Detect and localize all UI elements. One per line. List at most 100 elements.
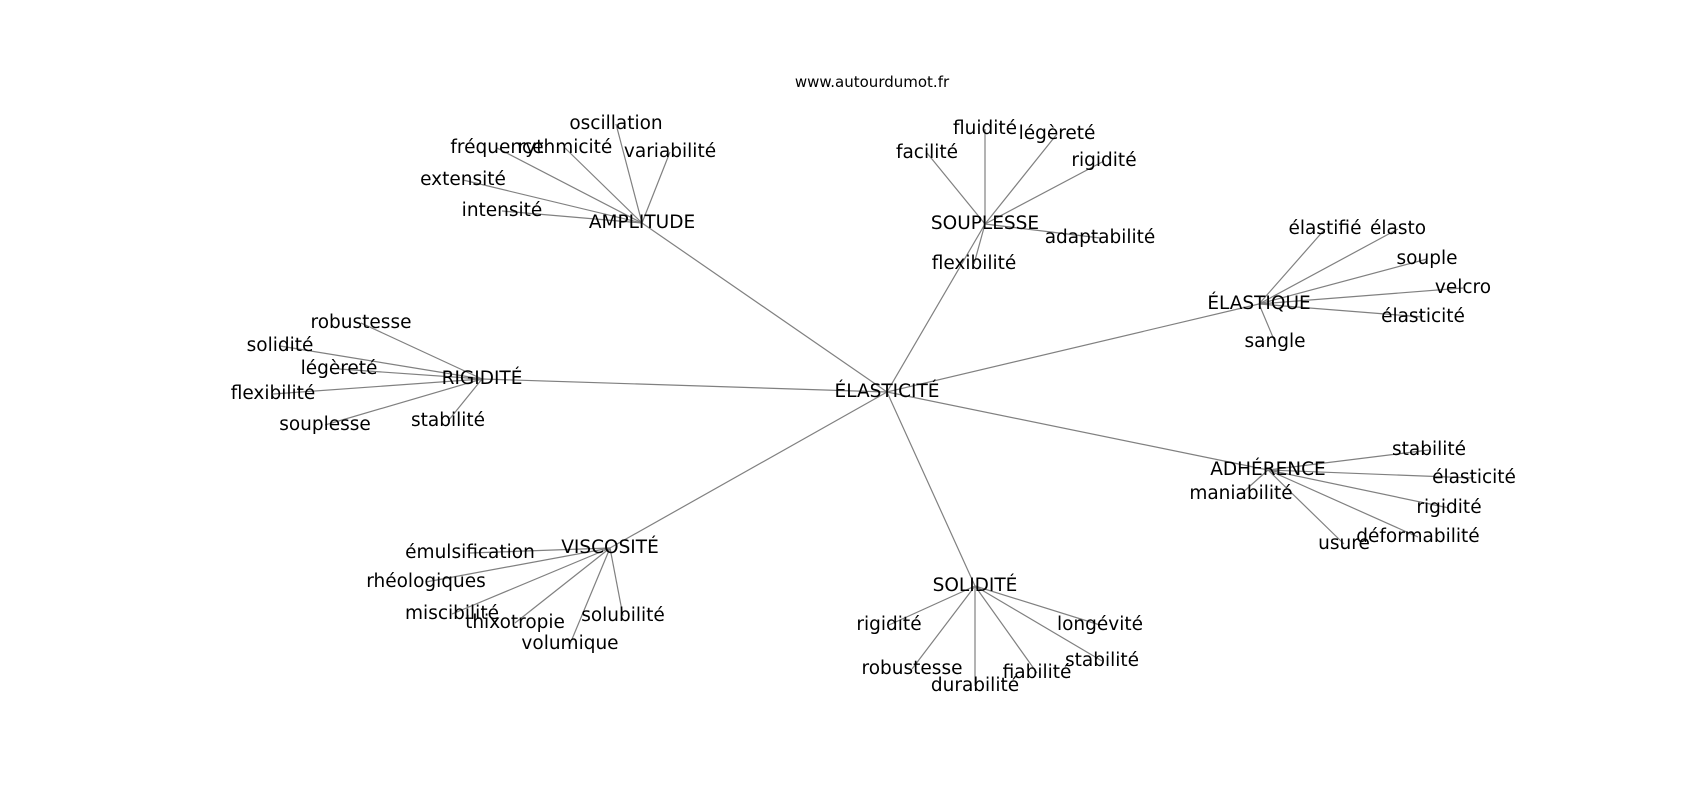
edge-vis-emulsification bbox=[469, 547, 611, 554]
leaf-node-ela-sangle[interactable]: sangle bbox=[1244, 330, 1306, 352]
edge-sou-facilite bbox=[926, 152, 986, 225]
edge-amp-intensite bbox=[501, 210, 643, 224]
edge-amp-frequence bbox=[496, 147, 643, 224]
edge-rig-robustesse bbox=[360, 322, 483, 380]
leaf-node-ela-elasticite[interactable]: élasticité bbox=[1381, 305, 1465, 327]
leaf-node-adh-deformabilite[interactable]: déformabilité bbox=[1356, 525, 1480, 547]
edge-adh-rigidite bbox=[1267, 469, 1450, 509]
leaf-node-vis-rheologiques[interactable]: rhéologiques bbox=[366, 570, 486, 592]
edge-vis-miscibilite bbox=[451, 547, 611, 615]
leaf-node-amp-rythmicite[interactable]: rythmicité bbox=[517, 136, 613, 158]
edge-sol-rigidite bbox=[888, 585, 976, 626]
leaf-node-amp-intensite[interactable]: intensité bbox=[461, 199, 543, 221]
hub-node-rigidite[interactable]: RIGIDITÉ bbox=[441, 367, 523, 389]
leaf-node-ela-elastifie[interactable]: élastifié bbox=[1288, 217, 1362, 239]
edge-vis-solubilite bbox=[609, 547, 624, 617]
edge-adh-stabilite bbox=[1267, 449, 1430, 471]
leaf-node-rig-flexibilite[interactable]: flexibilité bbox=[230, 382, 316, 404]
edge-sou-legerete bbox=[984, 133, 1058, 225]
leaf-node-rig-solidite[interactable]: solidité bbox=[246, 334, 314, 356]
edge-amp-rythmicite bbox=[564, 147, 643, 224]
edge-sol-fiabilite bbox=[974, 585, 1038, 674]
leaf-node-amp-frequence[interactable]: fréquence bbox=[450, 136, 544, 158]
leaf-node-sol-longevite[interactable]: longévité bbox=[1056, 613, 1144, 635]
leaf-node-adh-elasticite[interactable]: élasticité bbox=[1432, 466, 1516, 488]
leaf-node-sol-stabilite[interactable]: stabilité bbox=[1064, 649, 1140, 671]
leaf-node-adh-rigidite[interactable]: rigidité bbox=[1416, 496, 1482, 518]
leaf-node-ela-elasto[interactable]: élasto bbox=[1369, 217, 1427, 239]
leaf-node-amp-oscillation[interactable]: oscillation bbox=[569, 112, 663, 134]
hub-node-souplesse[interactable]: SOUPLESSE bbox=[930, 212, 1040, 234]
leaf-node-sou-adaptabilite[interactable]: adaptabilité bbox=[1044, 226, 1156, 248]
site-url[interactable]: www.autourdumot.fr bbox=[794, 73, 950, 91]
edge-ela-elastifie bbox=[1258, 228, 1326, 305]
edge-ela-elasto bbox=[1258, 228, 1399, 305]
leaf-node-vis-emulsification[interactable]: émulsification bbox=[405, 541, 535, 563]
hub-node-viscosite[interactable]: VISCOSITÉ bbox=[561, 536, 659, 558]
edge-amp-oscillation bbox=[615, 123, 643, 224]
edge-rig-souplesse bbox=[324, 378, 483, 426]
leaf-node-adh-stabilite[interactable]: stabilité bbox=[1391, 438, 1467, 460]
leaf-node-amp-extensite[interactable]: extensité bbox=[420, 168, 506, 190]
hub-node-adherence[interactable]: ADHÉRENCE bbox=[1210, 458, 1326, 480]
leaf-node-rig-legerete[interactable]: légèreté bbox=[300, 357, 378, 379]
edge-ela-elasticite bbox=[1258, 303, 1424, 318]
edge-sol-longevite bbox=[974, 585, 1101, 626]
edge-center-solidite bbox=[886, 391, 976, 587]
center-node-label[interactable]: ÉLASTICITÉ bbox=[834, 380, 940, 402]
edge-sou-adaptabilite bbox=[984, 223, 1101, 239]
leaf-node-sou-rigidite[interactable]: rigidité bbox=[1071, 149, 1137, 171]
edge-vis-thixotropie bbox=[514, 547, 611, 624]
edge-rig-legerete bbox=[338, 368, 483, 380]
edge-center-elastique bbox=[886, 303, 1260, 393]
hub-node-elastique[interactable]: ÉLASTIQUE bbox=[1207, 292, 1311, 314]
leaf-node-vis-volumique[interactable]: volumique bbox=[521, 632, 619, 654]
edge-sou-rigidite bbox=[984, 160, 1105, 225]
edge-sou-flexibilite bbox=[973, 223, 986, 265]
edge-ela-velcro bbox=[1258, 287, 1464, 305]
edge-adh-maniabilite bbox=[1240, 469, 1269, 495]
leaf-node-rig-stabilite[interactable]: stabilité bbox=[410, 409, 486, 431]
edge-center-amplitude bbox=[641, 222, 888, 393]
leaf-node-sou-fluidite[interactable]: fluidité bbox=[952, 117, 1018, 139]
leaf-node-amp-variabilite[interactable]: variabilité bbox=[623, 140, 717, 162]
edge-sol-robustesse bbox=[911, 585, 976, 670]
leaf-node-adh-maniabilite[interactable]: maniabilité bbox=[1189, 482, 1293, 504]
edge-adh-elasticite bbox=[1267, 469, 1475, 479]
hub-node-amplitude[interactable]: AMPLITUDE bbox=[588, 211, 696, 233]
edge-center-adherence bbox=[886, 391, 1269, 471]
edge-adh-usure bbox=[1267, 469, 1345, 545]
leaf-node-sol-robustesse[interactable]: robustesse bbox=[861, 657, 963, 679]
edge-center-viscosite bbox=[609, 391, 888, 549]
edge-sol-stabilite bbox=[974, 585, 1103, 662]
leaf-node-ela-souple[interactable]: souple bbox=[1396, 247, 1458, 269]
edge-amp-variabilite bbox=[641, 151, 671, 224]
edge-center-rigidite bbox=[481, 378, 888, 393]
leaf-node-rig-robustesse[interactable]: robustesse bbox=[310, 311, 412, 333]
edge-center-souplesse bbox=[886, 223, 986, 393]
leaf-node-sol-fiabilite[interactable]: fiabilité bbox=[1002, 661, 1072, 683]
edge-amp-extensite bbox=[462, 179, 643, 224]
leaf-node-sou-legerete[interactable]: légèreté bbox=[1018, 122, 1096, 144]
leaf-node-adh-usure[interactable]: usure bbox=[1318, 532, 1370, 554]
leaf-node-ela-velcro[interactable]: velcro bbox=[1434, 276, 1492, 298]
edge-adh-deformabilite bbox=[1267, 469, 1419, 538]
leaf-node-vis-miscibilite[interactable]: miscibilité bbox=[405, 602, 499, 624]
edge-vis-volumique bbox=[569, 547, 611, 645]
hub-node-solidite[interactable]: SOLIDITÉ bbox=[932, 574, 1018, 596]
leaf-node-vis-thixotropie[interactable]: thixotropie bbox=[465, 611, 565, 633]
leaf-node-sou-facilite[interactable]: facilité bbox=[895, 141, 959, 163]
edge-rig-flexibilite bbox=[272, 378, 483, 395]
leaf-node-sou-flexibilite[interactable]: flexibilité bbox=[931, 252, 1017, 274]
edge-rig-solidite bbox=[279, 345, 483, 380]
leaf-node-sol-durabilite[interactable]: durabilité bbox=[930, 674, 1020, 696]
edge-rig-stabilite bbox=[447, 378, 483, 422]
edge-ela-sangle bbox=[1258, 303, 1276, 343]
leaf-node-vis-solubilite[interactable]: solubilité bbox=[581, 604, 665, 626]
leaf-node-sol-rigidite[interactable]: rigidité bbox=[856, 613, 922, 635]
edge-ela-souple bbox=[1258, 258, 1428, 305]
edge-vis-rheologiques bbox=[425, 547, 611, 583]
leaf-node-rig-souplesse[interactable]: souplesse bbox=[279, 413, 371, 435]
